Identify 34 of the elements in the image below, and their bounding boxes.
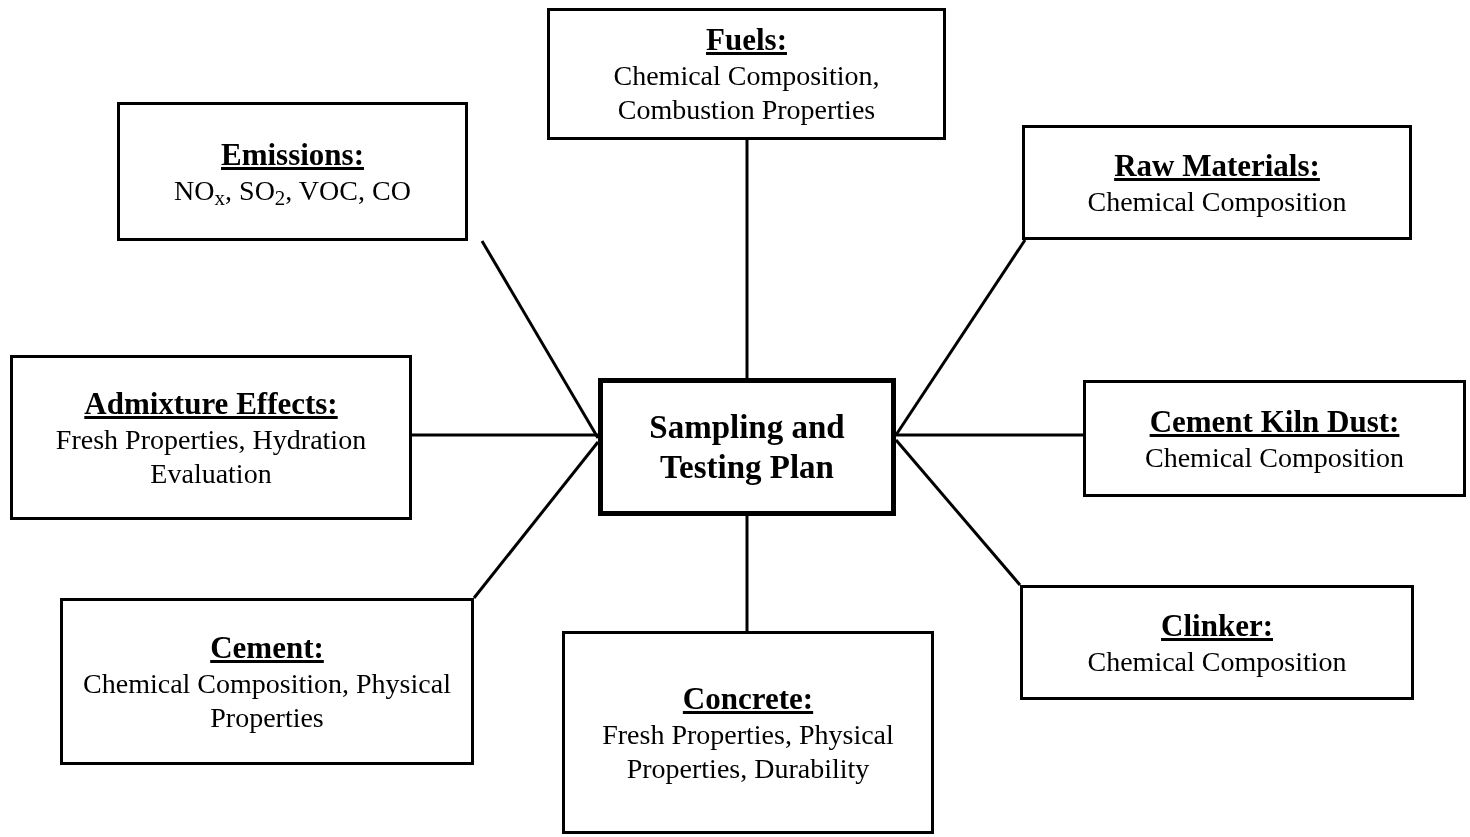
category-description: Chemical Composition, Combustion Properties: [612, 59, 881, 127]
category-heading: Emissions:: [221, 135, 364, 174]
central-box: [598, 378, 896, 516]
category-description: Chemical Composition: [1087, 644, 1347, 679]
central-title: Sampling and Testing Plan: [648, 408, 846, 487]
category-heading: Concrete:: [682, 679, 814, 718]
connector-line: [745, 140, 749, 378]
category-description: Fresh Properties, Physical Properties, Durability: [601, 717, 895, 786]
category-box: [117, 102, 468, 241]
category-box: [1083, 380, 1466, 497]
category-box: [1020, 585, 1414, 700]
connector-line: [896, 433, 1083, 437]
category-heading: Fuels:: [706, 21, 787, 59]
connector-line: [894, 439, 1022, 586]
category-description: NO$_{x}$, SO$_{2}$, VOC, CO: [174, 173, 411, 208]
category-heading: Clinker:: [1161, 606, 1273, 645]
category-description: Chemical Composition: [1087, 184, 1347, 219]
category-description: Chemical Composition: [1145, 440, 1404, 475]
category-heading: Admixture Effects:: [84, 384, 338, 423]
category-box: [60, 598, 474, 765]
connector-line: [412, 433, 598, 437]
category-box: [562, 631, 934, 834]
category-heading: Cement:: [210, 628, 324, 667]
connector-line: [480, 240, 600, 439]
category-box: [10, 355, 412, 520]
category-description: Chemical Composition, Physical Properties: [82, 666, 452, 735]
category-heading: Raw Materials:: [1114, 146, 1320, 185]
connector-line: [894, 239, 1027, 436]
category-box: [547, 8, 946, 140]
category-heading: Cement Kiln Dust:: [1149, 402, 1400, 441]
category-description: Fresh Properties, Hydration Evaluation: [54, 422, 368, 491]
connector-line: [472, 441, 600, 599]
connector-line: [745, 516, 749, 631]
category-box: [1022, 125, 1412, 240]
